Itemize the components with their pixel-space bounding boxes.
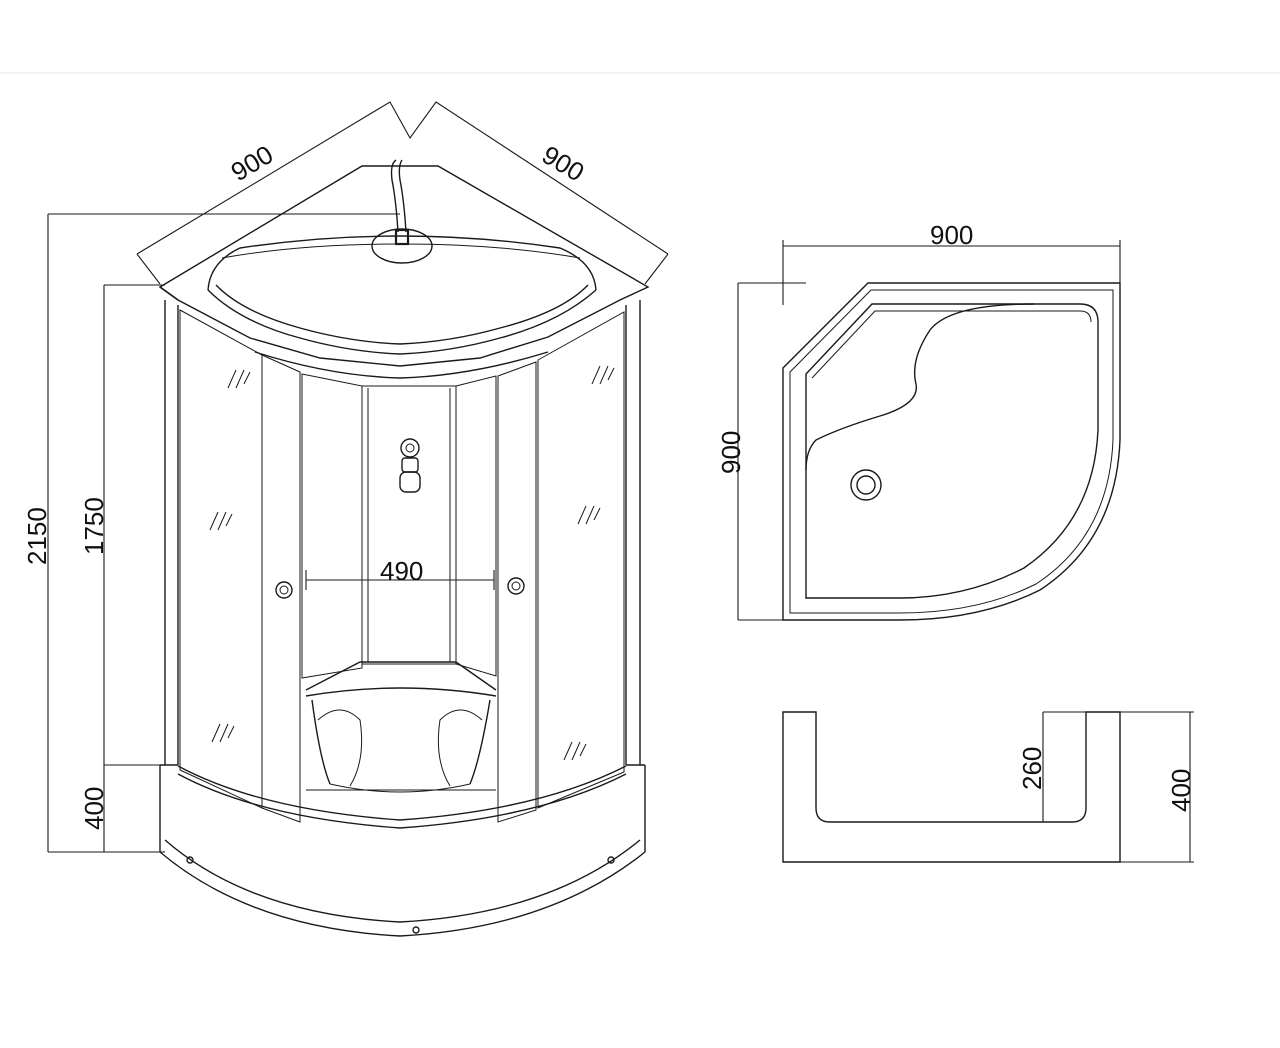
back-wall-left [301, 373, 363, 679]
plan-tray-outline [782, 282, 1121, 621]
right-door-handle [507, 577, 525, 595]
section-dim-total-label: 400 [1166, 769, 1196, 812]
plan-inner-basin [805, 303, 1099, 599]
plan-view: 900 900 [716, 220, 1121, 621]
dim-cabin-height-label: 1750 [79, 497, 109, 555]
right-sliding-door [497, 361, 537, 823]
plan-dim-depth-label: 900 [716, 431, 746, 474]
dim-top-right-label: 900 [537, 139, 590, 187]
back-wall-center [361, 385, 457, 665]
back-wall-right [455, 375, 497, 677]
plan-drain [850, 469, 882, 501]
shower-connector [394, 228, 410, 246]
corner-seat [305, 661, 497, 793]
glass-reflection-marks [209, 365, 615, 761]
cabin-roof [158, 159, 650, 379]
shower-hose [390, 159, 399, 233]
tray-bolt-right [607, 856, 615, 864]
left-dimension-lines [47, 213, 400, 853]
dim-door-opening-label: 490 [380, 556, 423, 586]
top-dimension-lines [136, 101, 669, 285]
door-opening-dimension [305, 570, 495, 590]
tray-bolt-front [412, 926, 420, 934]
section-dim-inner-label: 260 [1017, 747, 1047, 790]
rain-shower-head [371, 228, 433, 264]
dim-tray-height-label: 400 [79, 787, 109, 830]
section-view: 260 400 [782, 711, 1196, 863]
right-fixed-glass [537, 311, 625, 809]
mixer-tap [399, 438, 421, 493]
dim-total-height-label: 2150 [22, 507, 52, 565]
dim-top-left-label: 900 [226, 139, 279, 187]
tray-bolt-left [186, 856, 194, 864]
front-view: 900 900 2150 1750 400 [22, 101, 669, 937]
left-fixed-glass [179, 309, 263, 809]
shower-tray-front [159, 764, 646, 937]
left-door-handle [275, 581, 293, 599]
section-tray-profile [782, 711, 1121, 863]
cabin-body: 490 [164, 300, 641, 829]
plan-dim-width-label: 900 [930, 220, 973, 250]
left-sliding-door [261, 354, 301, 823]
plan-seat-curve [805, 303, 1035, 471]
